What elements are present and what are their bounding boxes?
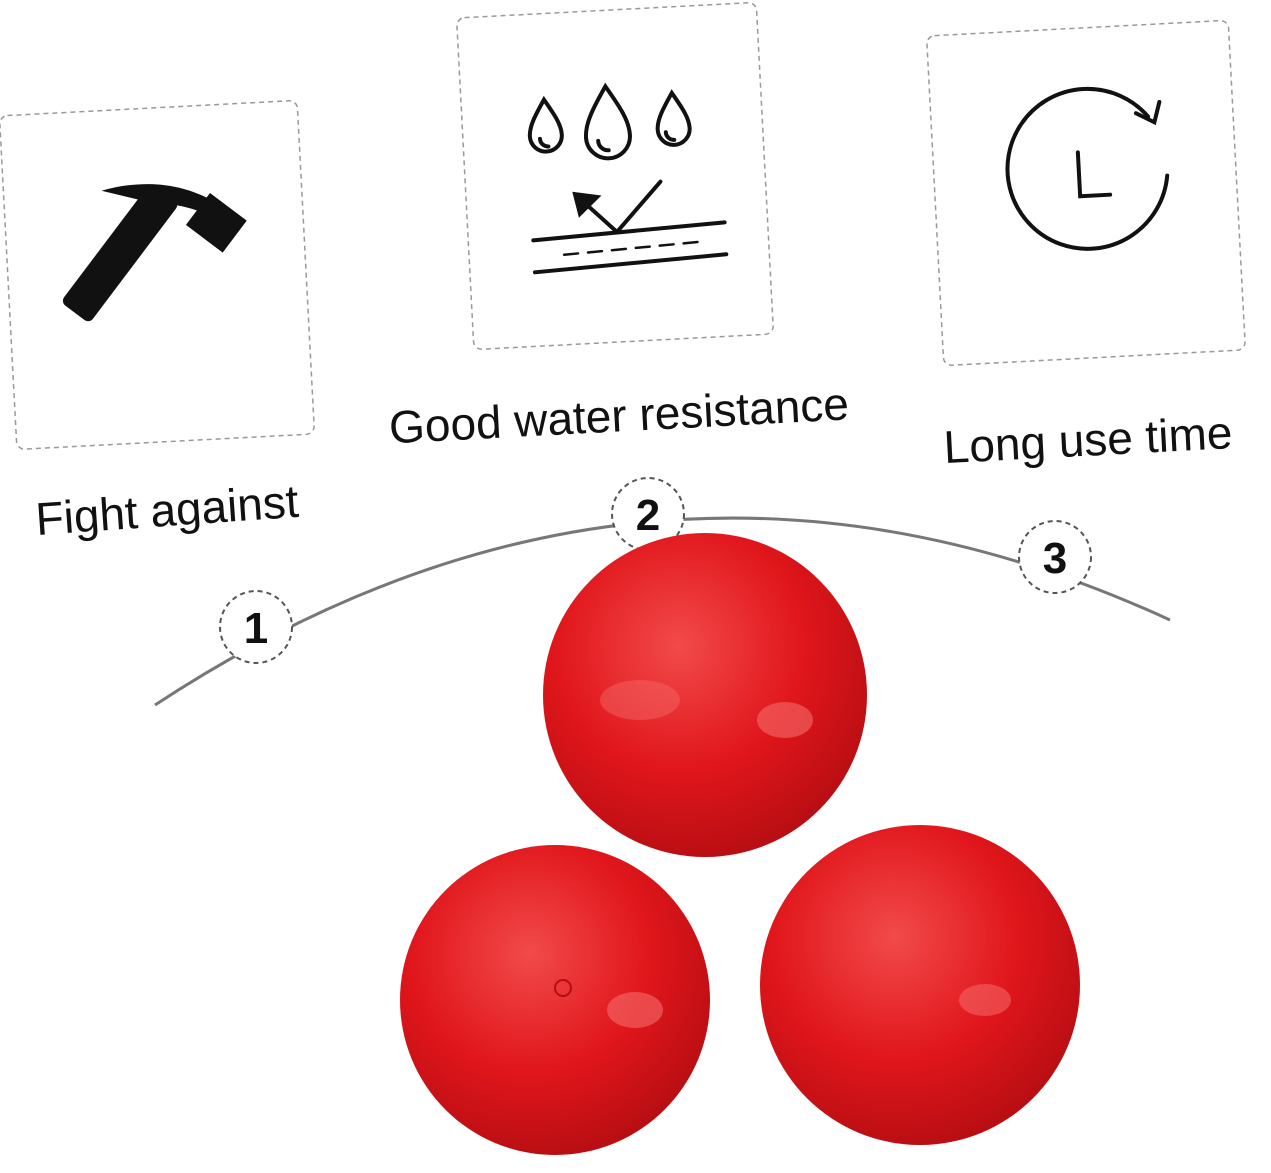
feature-card-fight-against [0,100,315,450]
red-ball-top [543,533,867,857]
step-number: 3 [1043,534,1067,583]
step-number: 2 [636,491,660,540]
feature-label-2: Good water resistance [388,377,850,453]
red-ball-bottom-left [400,845,710,1155]
step-marker-3: 3 [1018,520,1092,594]
hammer-icon [62,184,247,322]
step-number: 1 [244,604,268,653]
feature-card-water-resistance [456,2,774,350]
water-drops-icon [527,82,729,275]
red-ball-bottom-right [760,825,1080,1145]
clock-icon [1005,86,1170,251]
step-marker-1: 1 [219,590,293,664]
feature-label-3: Long use time [942,406,1233,473]
feature-card-long-use-time [926,19,1246,366]
feature-label-1: Fight against [34,475,301,545]
